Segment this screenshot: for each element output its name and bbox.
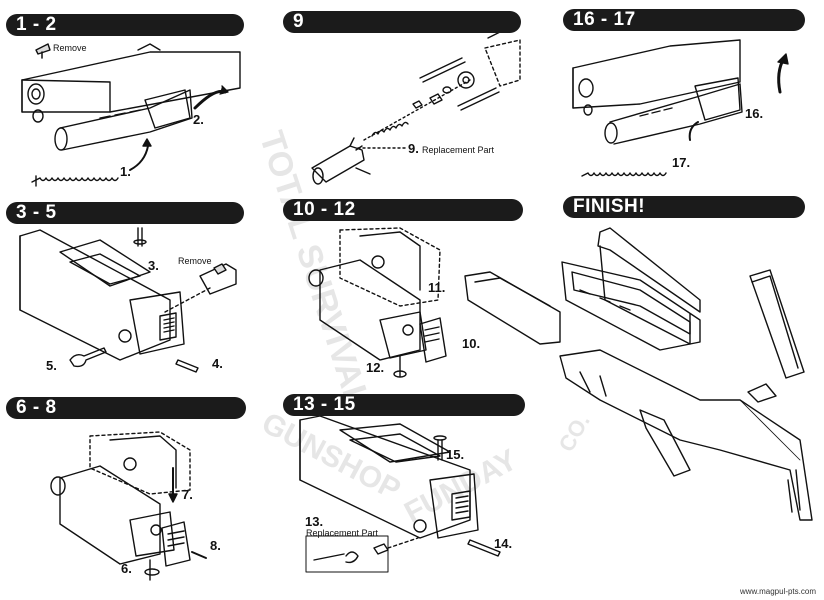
remove-label-2: Remove <box>178 256 212 266</box>
step-label-16: 16. <box>745 106 764 121</box>
header-step-3-5: 3 - 5 <box>6 202 244 224</box>
panel-9-drawing <box>311 31 521 185</box>
step-label-11: 11. <box>428 280 446 295</box>
step-label-7: 7. <box>182 487 193 502</box>
replacement-part-label-9: Replacement Part <box>422 145 495 155</box>
step-label-4: 4. <box>212 356 223 371</box>
step-label-6: 6. <box>121 561 132 576</box>
replacement-part-label-13: Replacement Part <box>306 528 379 538</box>
panel-6-8-drawing <box>50 431 207 581</box>
step-label-13: 13. <box>305 514 324 529</box>
step-label-15: 15. <box>446 447 465 462</box>
header-step-9: 9 <box>283 11 521 33</box>
step-label-17: 17. <box>672 155 691 170</box>
step-label-3: 3. <box>148 258 159 273</box>
panel-13-15-drawing <box>299 415 501 573</box>
step-label-8: 8. <box>210 538 221 553</box>
step-label-9: 9. <box>408 141 419 156</box>
panel-1-2-drawing <box>21 43 241 187</box>
step-label-10: 10. <box>462 336 481 351</box>
panel-3-5-drawing <box>19 227 237 373</box>
footer-url: www.magpul-pts.com <box>739 587 816 596</box>
step-label-2: 2. <box>193 112 204 127</box>
header-step-1-2: 1 - 2 <box>6 14 244 36</box>
header-step-16-17: 16 - 17 <box>563 9 805 31</box>
panel-finish-drawing <box>464 227 813 521</box>
step-label-5: 5. <box>46 358 57 373</box>
step-label-14: 14. <box>494 536 513 551</box>
panel-10-12-drawing <box>308 227 447 378</box>
step-label-12: 12. <box>366 360 385 375</box>
remove-label-1: Remove <box>53 43 87 53</box>
header-step-6-8: 6 - 8 <box>6 397 246 419</box>
step-label-1: 1. <box>120 164 131 179</box>
header-finish: FINISH! <box>563 196 805 218</box>
header-step-13-15: 13 - 15 <box>283 394 525 416</box>
panel-16-17-drawing <box>572 39 789 177</box>
header-step-10-12: 10 - 12 <box>283 199 523 221</box>
